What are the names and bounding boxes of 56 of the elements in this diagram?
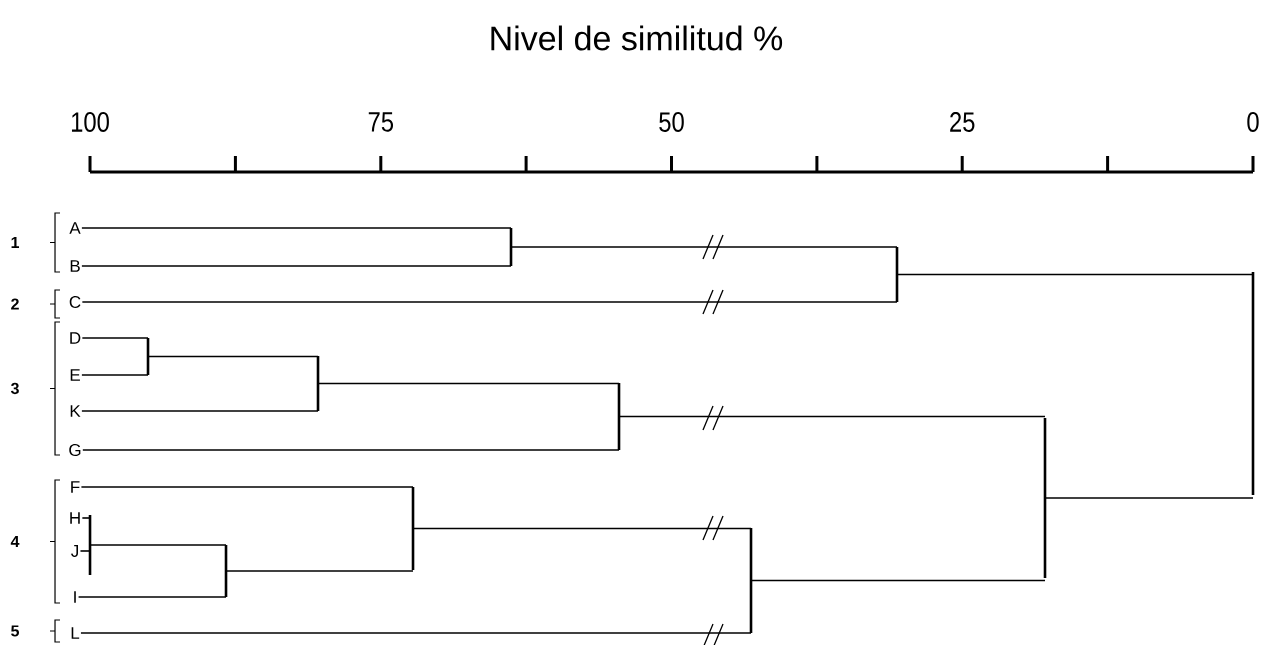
- dendrogram-link: [316, 356, 320, 411]
- dendrogram-link: [88, 515, 92, 575]
- dendrogram-link: [617, 383, 621, 450]
- tick-label: 0: [1247, 112, 1259, 132]
- dendrogram-branch: [81, 227, 512, 229]
- leaf-label: K: [70, 405, 81, 417]
- dendrogram-link: [895, 247, 899, 302]
- dendrogram-link: [1251, 272, 1255, 495]
- leaf-label: G: [69, 444, 81, 456]
- leaf-label: J: [71, 545, 78, 557]
- dendrogram-link: [224, 545, 228, 597]
- dendrogram-link: [509, 228, 513, 266]
- leaf-label: D: [70, 332, 81, 344]
- dendrogram-branch: [1044, 497, 1254, 499]
- dendrogram-branch: [81, 410, 319, 412]
- group-number: 4: [10, 536, 20, 547]
- group-number: 3: [10, 382, 19, 395]
- dendrogram-branch: [317, 382, 620, 385]
- dendrogram-branch: [225, 570, 414, 572]
- dendrogram-link: [749, 528, 753, 633]
- dendrogram-branch: [81, 301, 898, 303]
- dendrogram-branch: [510, 246, 898, 248]
- leaf-label: A: [69, 222, 81, 234]
- leaf-label: L: [71, 627, 80, 639]
- tick-label: 100: [72, 112, 109, 132]
- dendrogram-branch: [81, 265, 512, 267]
- leaf-label: H: [70, 512, 80, 524]
- tick-label: 50: [659, 112, 684, 132]
- tick-label: 75: [368, 112, 394, 132]
- dendrogram-branch: [80, 486, 414, 488]
- dendrogram-branch: [89, 544, 227, 546]
- dendrogram-link: [411, 487, 415, 570]
- dendrogram-branch: [896, 273, 1254, 276]
- leaf-label: E: [70, 369, 80, 381]
- dendrogram-branch: [81, 337, 149, 339]
- dendrogram-branch: [77, 596, 227, 598]
- dendrogram-branch: [82, 449, 620, 451]
- leaf-label: F: [71, 481, 80, 493]
- group-number: 1: [11, 237, 19, 248]
- leaf-label: B: [70, 260, 80, 272]
- chart-title: Nivel de similitud %: [491, 25, 783, 51]
- leaf-label: C: [69, 296, 81, 308]
- group-number: 5: [11, 625, 19, 637]
- group-number: 2: [11, 298, 19, 310]
- dendrogram-branch: [81, 517, 91, 519]
- dendrogram-branch: [80, 632, 752, 634]
- dendrogram-branch: [412, 527, 752, 530]
- dendrogram-branch: [750, 579, 1046, 582]
- dendrogram-branch: [147, 355, 319, 358]
- leaf-label: I: [74, 591, 76, 603]
- tick-label: 25: [950, 112, 975, 132]
- dendrogram-branch: [618, 415, 1046, 418]
- dendrogram-link: [1043, 418, 1047, 578]
- dendrogram-link: [146, 338, 150, 375]
- dendrogram-branch: [79, 550, 91, 552]
- dendrogram-branch: [81, 374, 149, 376]
